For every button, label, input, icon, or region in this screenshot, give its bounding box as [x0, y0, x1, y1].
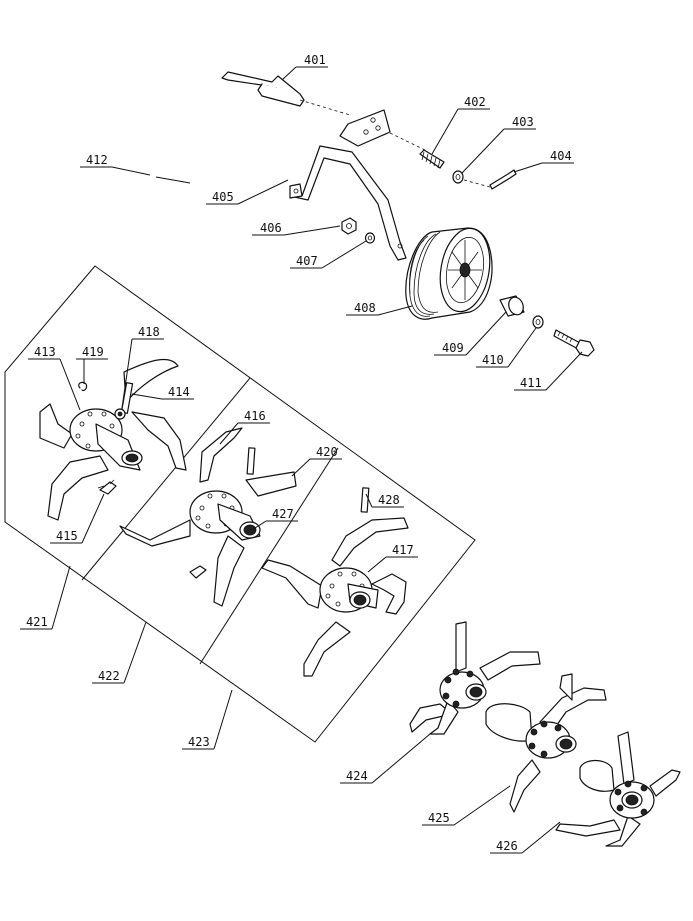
svg-text:408: 408 — [354, 301, 376, 315]
callout-414: 414 — [131, 385, 194, 400]
svg-text:419: 419 — [82, 345, 104, 359]
callout-428: 428 — [365, 493, 404, 508]
svg-text:403: 403 — [512, 115, 534, 129]
svg-text:413: 413 — [34, 345, 56, 359]
part-404-pin — [463, 169, 517, 190]
wheel-assembly — [221, 71, 595, 357]
callout-406: 406 — [252, 221, 341, 236]
callout-408: 408 — [346, 301, 413, 316]
svg-text:404: 404 — [550, 149, 572, 163]
part-402-spring — [419, 149, 445, 169]
callout-425: 425 — [422, 785, 511, 826]
group-divider-1 — [81, 377, 251, 581]
callout-427: 427 — [251, 507, 298, 531]
callout-415: 415 — [50, 493, 105, 544]
part-411-bolt — [553, 329, 595, 357]
svg-text:414: 414 — [168, 385, 190, 399]
callout-412: 412 — [80, 153, 191, 184]
part-408-wheel — [405, 227, 493, 320]
assembled-tine-425 — [485, 673, 607, 813]
callout-417: 417 — [367, 543, 418, 573]
callout-409: 409 — [434, 311, 507, 356]
callout-416: 416 — [219, 409, 270, 445]
svg-text:420: 420 — [316, 445, 338, 459]
callout-426: 426 — [490, 821, 561, 854]
part-405-bracket — [289, 109, 426, 261]
part-407-washer — [364, 232, 376, 244]
svg-text:412: 412 — [86, 153, 108, 167]
svg-text:423: 423 — [188, 735, 210, 749]
callout-419: 419 — [76, 345, 108, 384]
svg-text:421: 421 — [26, 615, 48, 629]
callout-410: 410 — [476, 327, 537, 368]
callout-422: 422 — [92, 621, 147, 684]
svg-text:401: 401 — [304, 53, 326, 67]
part-410-washer — [532, 315, 544, 329]
callout-411: 411 — [514, 351, 583, 391]
part-403-washer — [452, 170, 464, 184]
callout-404: 404 — [513, 149, 574, 173]
svg-text:417: 417 — [392, 543, 414, 557]
callout-421: 421 — [20, 565, 71, 630]
callout-402: 402 — [431, 95, 490, 155]
callout-405: 405 — [206, 179, 289, 205]
part-406-nut — [341, 217, 357, 235]
svg-text:416: 416 — [244, 409, 266, 423]
svg-text:405: 405 — [212, 190, 234, 204]
callout-418: 418 — [121, 325, 164, 409]
callouts: 401 402 403 404 405 406 407 408 409 410 … — [20, 53, 583, 854]
tine-assembly-group — [4, 265, 476, 743]
svg-text:409: 409 — [442, 341, 464, 355]
svg-text:418: 418 — [138, 325, 160, 339]
tine-set-423 — [261, 487, 409, 677]
group-outline — [4, 265, 476, 743]
svg-text:415: 415 — [56, 529, 78, 543]
callout-424: 424 — [340, 733, 431, 784]
svg-text:406: 406 — [260, 221, 282, 235]
callout-420: 420 — [291, 445, 342, 477]
group-divider-2 — [199, 447, 339, 665]
assembled-tine-424 — [409, 621, 541, 735]
callout-423: 423 — [182, 689, 233, 750]
callout-401: 401 — [281, 53, 328, 81]
assembled-tine-426 — [555, 731, 681, 847]
svg-text:426: 426 — [496, 839, 518, 853]
tine-set-422 — [119, 427, 297, 607]
svg-text:422: 422 — [98, 669, 120, 683]
svg-text:410: 410 — [482, 353, 504, 367]
svg-text:428: 428 — [378, 493, 400, 507]
svg-text:411: 411 — [520, 376, 542, 390]
part-409-bushing — [499, 295, 525, 317]
callout-413: 413 — [28, 345, 81, 411]
callout-403: 403 — [461, 115, 536, 174]
svg-text:402: 402 — [464, 95, 486, 109]
svg-text:424: 424 — [346, 769, 368, 783]
svg-text:425: 425 — [428, 811, 450, 825]
callout-407: 407 — [290, 240, 367, 269]
svg-text:407: 407 — [296, 254, 318, 268]
part-401-pin — [221, 71, 351, 116]
svg-text:427: 427 — [272, 507, 294, 521]
tine-set-421 — [39, 358, 187, 521]
